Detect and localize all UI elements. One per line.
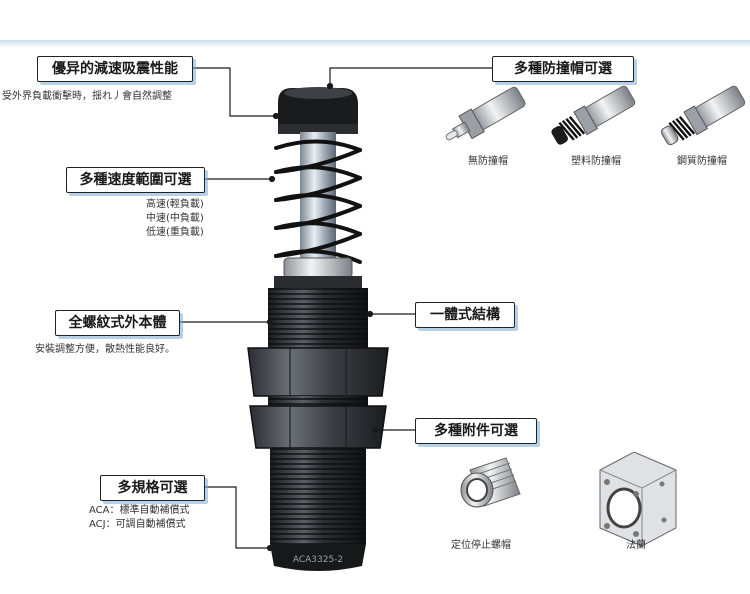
feature-accessories-title: 多種附件可選 [415, 418, 537, 444]
model-marking: ACA3325-2 [293, 555, 343, 565]
accessory-caption: 法蘭 [626, 540, 646, 551]
feature-caps-title: 多種防撞帽可選 [492, 56, 634, 82]
cap-type-caption: 無防撞帽 [468, 156, 508, 167]
feature-speed-title: 多種速度範圍可選 [66, 167, 205, 193]
desc-line: 高速(輕負載) [146, 199, 204, 210]
desc-line: 低速(重負載) [146, 227, 204, 238]
desc-line: 安裝調整方便，散熱性能良好。 [35, 344, 175, 355]
flange-icon [599, 451, 677, 547]
feature-body-desc: 安裝調整方便，散熱性能良好。 [35, 343, 175, 357]
plastic-cap-absorber-icon [551, 85, 636, 145]
shock-absorber-icon [247, 87, 389, 571]
feature-performance-title: 優异的減速吸震性能 [37, 56, 193, 82]
feature-body-title: 全螺紋式外本體 [55, 310, 180, 336]
feature-performance-desc: 受外界負載衝擊時，揺れ丿會自然調整 [2, 90, 172, 104]
callout-lines [180, 67, 492, 552]
desc-line: 中速(中負載) [146, 213, 204, 224]
stopper-nut-icon [460, 457, 521, 508]
feature-speed-desc: 高速(輕負載) 中速(中負載) 低速(重負載) [146, 198, 204, 240]
cap-type-caption: 鋼質防撞帽 [677, 156, 727, 167]
header-band [0, 40, 750, 48]
desc-line: ACA：標準自動補償式 [89, 505, 190, 516]
desc-line: 受外界負載衝擊時，揺れ丿會自然調整 [2, 91, 172, 102]
feature-structure-title: 一體式結構 [415, 302, 515, 328]
desc-line: ACJ：可調自動補償式 [89, 519, 186, 530]
accessory-caption: 定位停止螺帽 [451, 540, 511, 551]
feature-models-desc: ACA：標準自動補償式 ACJ：可調自動補償式 [89, 504, 190, 532]
feature-models-title: 多規格可選 [100, 475, 205, 501]
plain-tip-absorber-icon [445, 86, 526, 141]
cap-type-caption: 塑料防撞帽 [571, 156, 621, 167]
steel-cap-absorber-icon [660, 85, 746, 146]
